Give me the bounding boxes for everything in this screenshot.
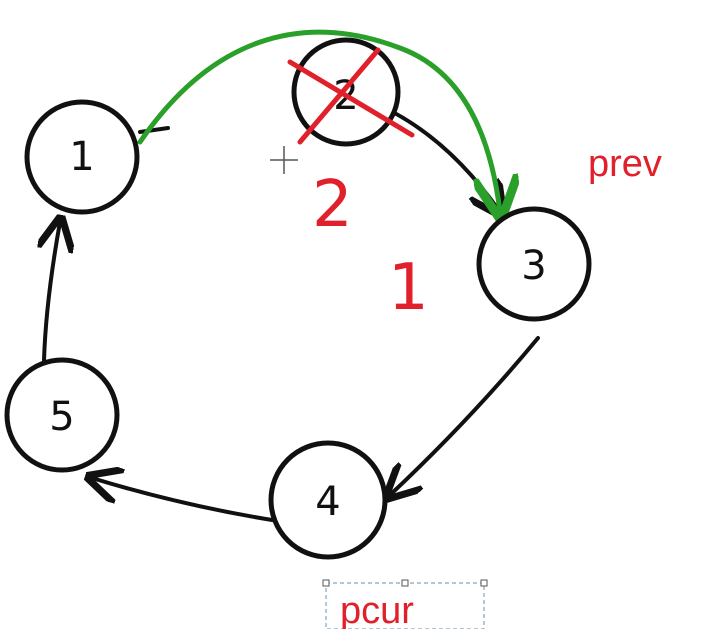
node-2-cross-stroke-a bbox=[287, 59, 415, 138]
node-1-label: 1 bbox=[69, 134, 94, 180]
prev-label: prev bbox=[588, 143, 662, 185]
node-3-label: 3 bbox=[521, 243, 546, 289]
node-4: 4 bbox=[268, 440, 388, 560]
edge-5-to-1 bbox=[44, 222, 60, 362]
edge-3-to-4 bbox=[390, 336, 540, 495]
edge-4-to-5 bbox=[92, 478, 274, 522]
node-2: 2 bbox=[287, 37, 415, 147]
node-4-label: 4 bbox=[315, 479, 340, 525]
resize-handle-top-middle[interactable] bbox=[401, 579, 409, 587]
crosshair-cursor-icon bbox=[270, 146, 298, 174]
edge-2-to-3 bbox=[383, 106, 500, 212]
node-1: 1 bbox=[24, 99, 140, 215]
pcur-label: pcur bbox=[340, 590, 414, 629]
pcur-textbox[interactable]: pcur bbox=[322, 579, 488, 629]
resize-handle-top-right[interactable] bbox=[480, 579, 488, 587]
handwritten-two: 2 bbox=[312, 168, 353, 242]
node-5: 5 bbox=[4, 357, 120, 473]
edge-1-tail bbox=[138, 126, 170, 134]
node-5-label: 5 bbox=[49, 394, 74, 440]
node-3: 3 bbox=[476, 206, 592, 322]
handwritten-one: 1 bbox=[388, 251, 429, 325]
edge-green-1-to-3 bbox=[137, 29, 500, 212]
node-2-cross-stroke-b bbox=[297, 47, 381, 145]
resize-handle-top-left[interactable] bbox=[322, 579, 330, 587]
